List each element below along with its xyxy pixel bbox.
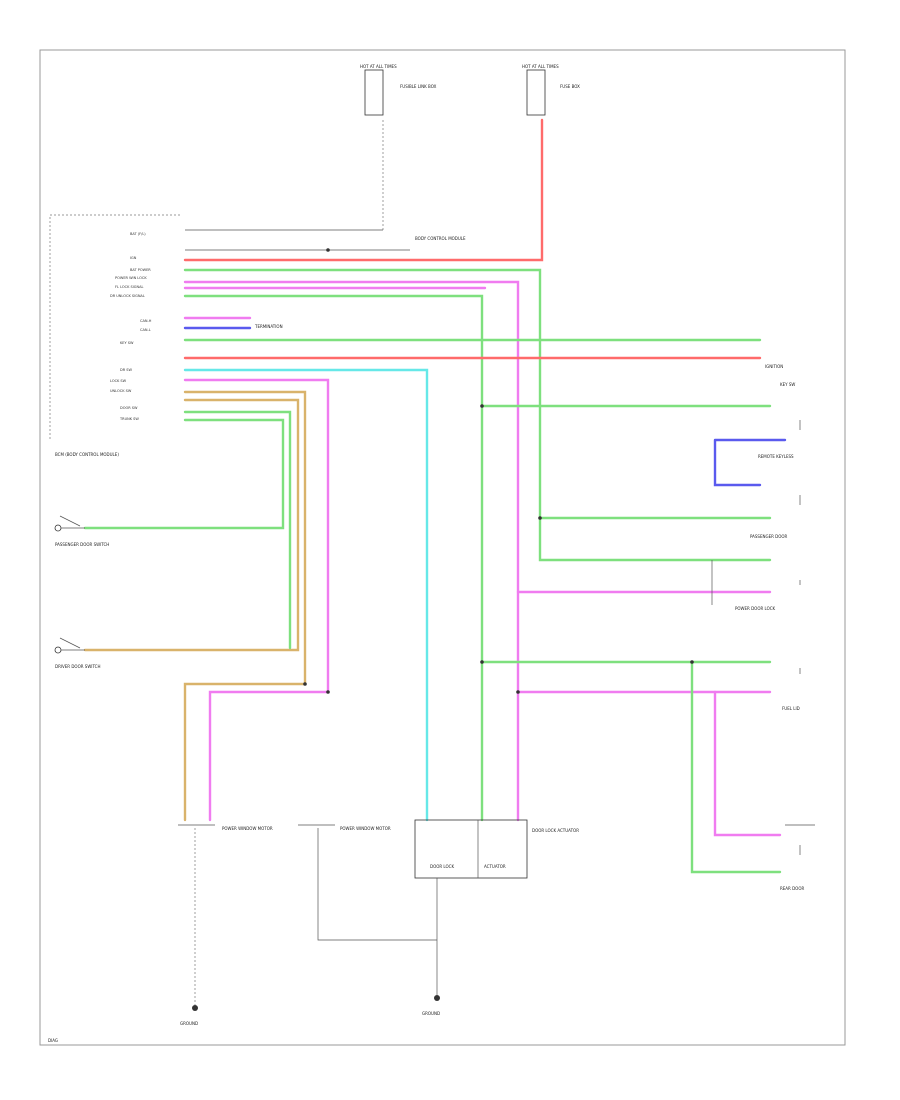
bcm-pin-13: DOOR SW [120,406,138,410]
ground-center-icon [434,995,440,1001]
wire-cyan-dr [183,368,429,822]
bcm-pin-14: TRUNK SW [119,417,139,421]
bcm-pin-11: LOCK SW [110,379,127,383]
bcm-name: BCM (BODY CONTROL MODULE) [55,452,119,457]
bcm-pin-3: BAT POWER [130,268,151,272]
ground-center-label: GROUND [422,1011,440,1016]
wire-tan-door [83,398,300,652]
diagram-frame [39,49,846,1046]
footer-label: DIAG [48,1038,58,1043]
right-power-label: POWER DOOR LOCK [735,606,776,611]
rear-door-connector [785,824,815,855]
bcm-connector: BCM (BODY CONTROL MODULE) BAT (F/L) IGN … [49,214,466,457]
fuse-block-left: HOT AT ALL TIMES FUSIBLE LINK BOX [360,64,437,230]
wire-red-fuse [183,118,544,262]
right-fuel-label: FUEL LID [782,706,800,711]
wire-tan-unlock-sw [183,390,307,822]
ground-left-icon [192,1005,198,1011]
bcm-pin-1: BAT (F/L) [130,232,146,236]
bcm-pin-8: CAN-L [140,328,151,332]
fuse-block-right: HOT AT ALL TIMES FUSE BOX [522,64,580,116]
wire-green-trunk [83,418,285,530]
bcm-pin-5: FL LOCK SIGNAL [115,285,143,289]
junction-node [538,516,542,520]
wire-green-rear [690,660,782,874]
hot-right-header: HOT AT ALL TIMES [522,64,559,69]
bcm-pin-7: CAN-H [140,319,152,323]
power-window-motor-left: POWER WINDOW MOTOR GROUND [178,824,273,1026]
junction-node [326,690,330,694]
bcm-pin-4: POWER WIN LOCK [115,276,147,280]
wire-magenta-lock [183,280,520,822]
bcm-pin-12: UNLOCK SW [110,389,132,393]
driver-door-switch-label: DRIVER DOOR SWITCH [55,664,100,669]
hot-right-fuse: FUSE BOX [560,84,580,89]
driver-door-switch: DRIVER DOOR SWITCH [54,637,100,669]
wire-green-unlock [183,294,484,822]
junction-node [326,248,330,252]
bcm-pin-9: KEY SW [120,341,134,345]
junction-node [303,682,307,686]
ground-left-label: GROUND [180,1021,198,1026]
junction-node [480,404,484,408]
junction-node [480,660,484,664]
right-rear-label: REAR DOOR [780,886,804,891]
power-window-left-label: POWER WINDOW MOTOR [222,826,273,831]
hot-left-fuse: FUSIBLE LINK BOX [400,84,437,89]
wire-pink-lock-sw [183,378,330,822]
wire-green-bat-power [183,268,772,562]
hot-left-header: HOT AT ALL TIMES [360,64,397,69]
passenger-door-switch: PASSENGER DOOR SWITCH [54,515,109,547]
bcm-pin-6: DR UNLOCK SIGNAL [110,294,145,298]
right-passenger-label: PASSENGER DOOR [750,534,788,539]
door-lock-actuator: DOOR LOCK ACTUATOR DOOR LOCK ACTUATOR GR… [414,819,579,1016]
actuator-label: DOOR LOCK ACTUATOR [532,828,579,833]
passenger-door-switch-label: PASSENGER DOOR SWITCH [55,542,109,547]
left-top-note: BODY CONTROL MODULE [415,236,466,241]
bcm-pin-10: DR SW [120,368,132,372]
right-remote-label: REMOTE KEYLESS [758,454,794,459]
left-mid-note: TERMINATION [254,324,283,329]
power-window-motor-mid: POWER WINDOW MOTOR [298,824,437,941]
actuator-inner-right: ACTUATOR [484,864,506,869]
wire-pink-rear [713,690,782,837]
actuator-inner-left: DOOR LOCK [430,864,454,869]
junction-node [516,690,520,694]
power-window-mid-label: POWER WINDOW MOTOR [340,826,391,831]
wire-green-door [183,410,292,650]
right-key-label: KEY SW [780,382,795,387]
right-ign-label: IGNITION [765,364,783,369]
wire-blue-remote [713,438,787,487]
junction-node [690,660,694,664]
bcm-pin-2: IGN [130,256,137,260]
